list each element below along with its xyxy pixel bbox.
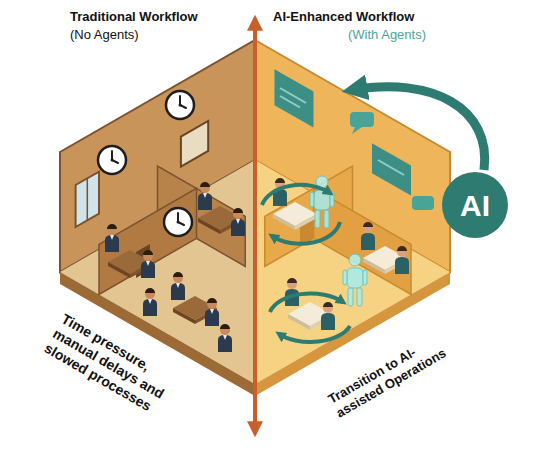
building-right: [372, 143, 411, 195]
ai-circle: AI: [442, 172, 508, 238]
building-right: [378, 160, 404, 175]
office-workers: [218, 324, 232, 352]
ai-workers: [273, 176, 409, 330]
cycle-arrow: [262, 185, 330, 205]
building-right: [280, 88, 306, 103]
ai-workers: [321, 302, 335, 330]
ai-workers: [395, 246, 409, 274]
wall-clock: [166, 91, 194, 119]
section-heading: Traditional Workflow: [70, 8, 198, 25]
ai-workers: [285, 278, 299, 306]
office-workers: [143, 288, 157, 316]
building-left: [181, 121, 208, 167]
office-workers: [141, 250, 155, 278]
circle-outline: [442, 172, 508, 238]
ai-workers: [343, 254, 367, 306]
building-left: [76, 172, 99, 227]
building-right: [275, 69, 314, 127]
building-right: [350, 112, 374, 127]
divider-arrow: [255, 18, 256, 434]
divider-arrow: [253, 18, 257, 434]
wall-clock: [98, 91, 194, 236]
node-text: AI: [460, 189, 490, 222]
section-subheading: (No Agents): [70, 26, 139, 43]
cycle-arrow: [270, 293, 343, 312]
section-heading: AI-Enhanced Workflow: [273, 8, 414, 25]
office-workers: [198, 182, 212, 210]
building-right: [412, 196, 434, 210]
office-workers: [105, 182, 245, 352]
wall-clock: [164, 208, 192, 236]
section-subheading: (With Agents): [348, 26, 426, 43]
cycle-arrow: [279, 326, 350, 342]
building-right: [280, 96, 300, 108]
office-workers: [171, 272, 185, 300]
ai-workers: [361, 222, 375, 250]
cycle-arrow: [262, 185, 350, 342]
building-left: [87, 178, 89, 220]
ai-curved-arrow: [352, 87, 485, 170]
wall-clock: [98, 146, 126, 174]
office-workers: [231, 208, 245, 236]
building-right: [352, 127, 362, 134]
ai-workers: [310, 176, 334, 228]
office-workers: [105, 224, 119, 252]
cycle-arrow: [272, 222, 340, 244]
office-workers: [205, 298, 219, 326]
ai-curved-arrow: [352, 87, 485, 170]
